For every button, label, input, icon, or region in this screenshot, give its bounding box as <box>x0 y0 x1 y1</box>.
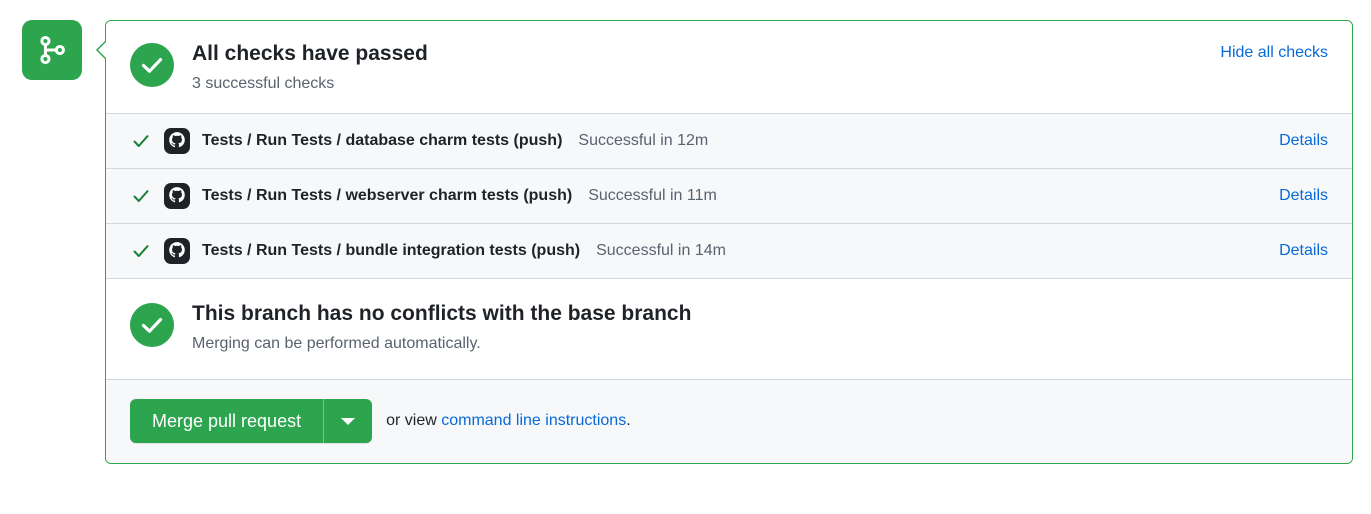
hide-all-checks-link[interactable]: Hide all checks <box>1220 44 1328 61</box>
check-icon <box>130 241 152 261</box>
merge-actions-footer: Merge pull request or view command line … <box>106 379 1352 464</box>
checks-summary-title: All checks have passed <box>192 42 428 65</box>
merge-button-group: Merge pull request <box>130 399 373 444</box>
check-circle-icon <box>130 43 174 92</box>
check-details-link[interactable]: Details <box>1279 187 1328 205</box>
merge-pull-request-button[interactable]: Merge pull request <box>130 399 323 443</box>
check-name: Tests / Run Tests / bundle integration t… <box>202 242 581 260</box>
checks-summary-header: All checks have passed 3 successful chec… <box>106 21 1352 114</box>
check-icon <box>130 186 152 206</box>
card-pointer-inner <box>98 41 107 59</box>
command-line-hint: or view command line instructions. <box>386 412 631 430</box>
github-mark-icon <box>164 238 190 265</box>
check-icon <box>130 131 152 151</box>
or-view-suffix: . <box>626 412 631 430</box>
merge-options-dropdown-button[interactable] <box>323 399 372 444</box>
or-view-prefix: or view <box>386 412 442 430</box>
git-merge-badge <box>22 20 82 80</box>
check-details-link[interactable]: Details <box>1279 132 1328 150</box>
check-status: Successful in 12m <box>578 132 709 150</box>
check-circle-icon <box>130 303 174 352</box>
merge-status-card: All checks have passed 3 successful chec… <box>105 20 1353 465</box>
checks-summary-subtitle: 3 successful checks <box>192 75 335 93</box>
checks-list: Tests / Run Tests / database charm tests… <box>106 113 1352 279</box>
chevron-down-icon <box>341 417 356 425</box>
check-row[interactable]: Tests / Run Tests / database charm tests… <box>106 113 1352 168</box>
merge-conflicts-section: This branch has no conflicts with the ba… <box>106 278 1352 380</box>
check-status: Successful in 11m <box>588 187 717 205</box>
check-row[interactable]: Tests / Run Tests / bundle integration t… <box>106 223 1352 278</box>
conflicts-title: This branch has no conflicts with the ba… <box>192 302 692 326</box>
github-mark-icon <box>164 183 190 210</box>
check-details-link[interactable]: Details <box>1279 242 1328 260</box>
check-name: Tests / Run Tests / webserver charm test… <box>202 187 573 205</box>
check-status: Successful in 14m <box>596 242 726 260</box>
git-merge-icon <box>37 35 67 65</box>
check-row[interactable]: Tests / Run Tests / webserver charm test… <box>106 168 1352 223</box>
conflicts-subtitle: Merging can be performed automatically. <box>192 335 481 353</box>
github-mark-icon <box>164 128 190 155</box>
command-line-instructions-link[interactable]: command line instructions <box>441 412 627 430</box>
check-name: Tests / Run Tests / database charm tests… <box>202 132 563 150</box>
